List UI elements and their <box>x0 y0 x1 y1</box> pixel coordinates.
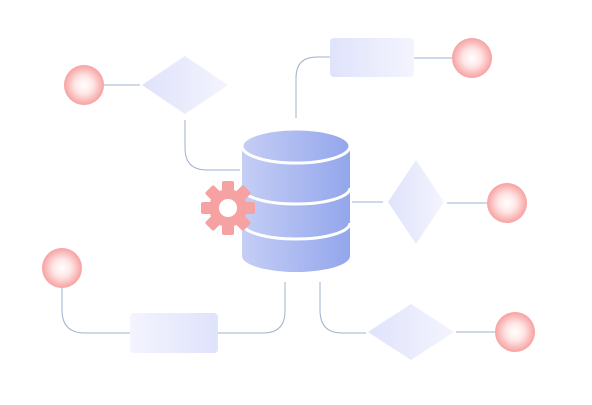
connector-database-rect1 <box>295 56 330 118</box>
connector-rect2-database <box>218 282 286 334</box>
circle-node-bottom-right <box>495 312 535 352</box>
circle-node-bottom-left <box>42 248 82 288</box>
gear-icon <box>201 181 255 235</box>
database-icon <box>240 127 352 272</box>
diamond-node-bottom-right <box>368 304 454 360</box>
rect-node-top <box>330 38 414 77</box>
circle-node-right <box>487 183 527 223</box>
diamond-node-right <box>388 160 444 244</box>
connectors <box>61 56 495 334</box>
connector-circle4-rect2 <box>61 288 130 334</box>
circle-node-top-left <box>64 65 104 105</box>
connector-diamond1-database <box>184 120 240 171</box>
circle-node-top-right <box>452 38 492 78</box>
connector-database-diamond3 <box>319 282 366 334</box>
rect-node-bottom-left <box>130 313 218 353</box>
diamond-node-top-left <box>142 56 228 114</box>
